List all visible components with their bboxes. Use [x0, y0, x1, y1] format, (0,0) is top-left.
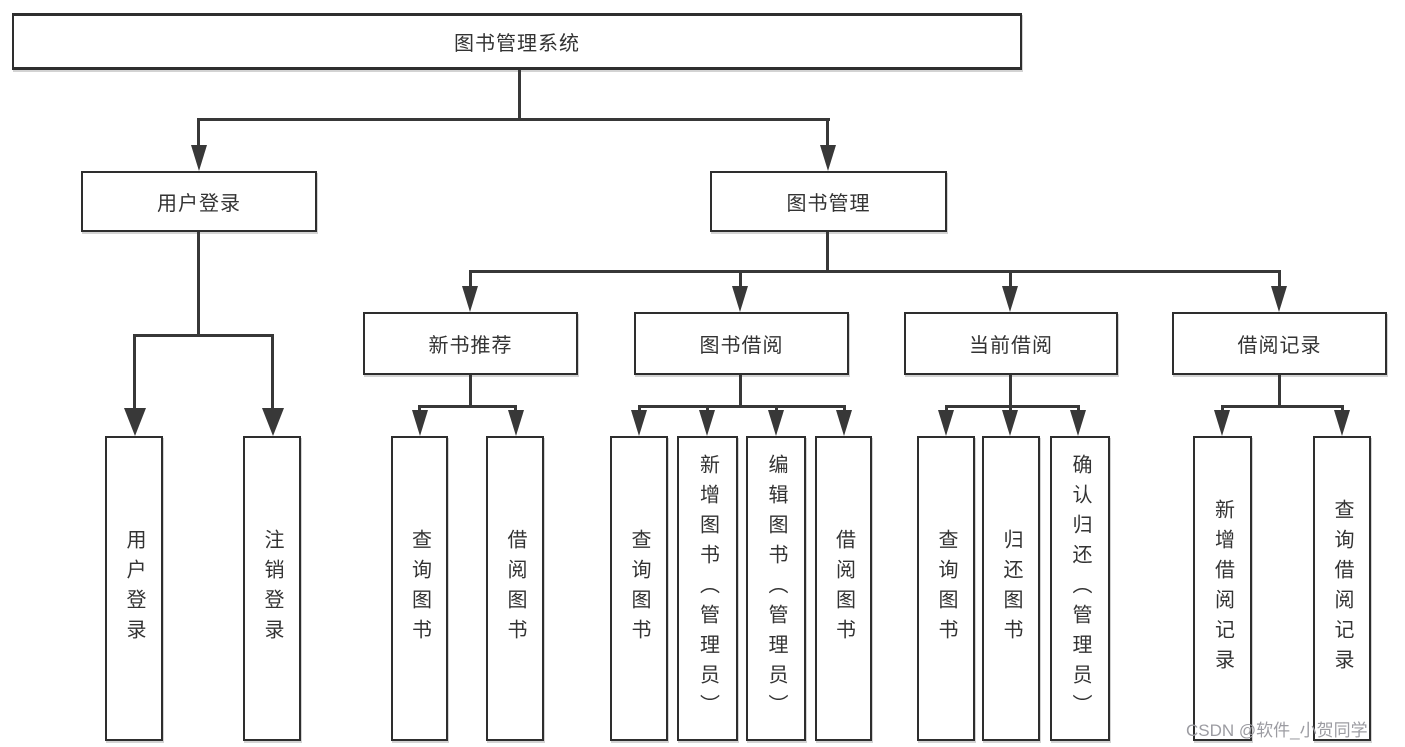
arrow-down-icon — [191, 145, 207, 171]
node-root-library-system: 图书管理系统 — [12, 13, 1022, 70]
leaf-label: 用户登录 — [123, 528, 145, 649]
leaf-label: 确认归还（管理员） — [1069, 453, 1091, 724]
connector-rail — [469, 270, 1281, 273]
arrow-down-icon — [262, 408, 284, 436]
leaf-label: 查询借阅记录 — [1331, 498, 1353, 679]
leaf-query-book-current: 查询图书 — [917, 436, 975, 741]
arrow-down-icon — [732, 286, 748, 312]
connector-drop — [1278, 270, 1281, 288]
arrow-down-icon — [699, 410, 715, 436]
leaf-label: 查询图书 — [408, 528, 431, 649]
connector-drop — [197, 118, 200, 147]
connector-drop — [271, 334, 274, 409]
connector-drop — [826, 118, 829, 147]
node-label: 用户登录 — [157, 193, 241, 215]
connector-stem — [1009, 375, 1012, 407]
connector-drop — [469, 270, 472, 288]
leaf-label: 查询图书 — [628, 528, 650, 649]
leaf-add-borrow-record: 新增借阅记录 — [1193, 436, 1252, 741]
node-borrow-records: 借阅记录 — [1172, 312, 1387, 375]
leaf-user-login: 用户登录 — [105, 436, 163, 741]
leaf-confirm-return-admin: 确认归还（管理员） — [1050, 436, 1110, 741]
leaf-query-book-recommend: 查询图书 — [391, 436, 448, 741]
connector-drop — [1341, 405, 1344, 413]
connector-drop — [1009, 270, 1012, 288]
node-label: 借阅记录 — [1237, 335, 1322, 357]
arrow-down-icon — [1002, 410, 1018, 436]
node-user-login: 用户登录 — [81, 171, 317, 232]
arrow-down-icon — [1002, 286, 1018, 312]
connector-stem — [469, 375, 472, 407]
connector-stem — [1278, 375, 1281, 407]
connector-drop — [945, 405, 948, 413]
connector-drop — [843, 405, 846, 413]
leaf-label: 归还图书 — [1000, 528, 1022, 649]
node-book-management: 图书管理 — [710, 171, 947, 232]
leaf-label: 新增借阅记录 — [1211, 498, 1234, 679]
leaf-edit-book-admin: 编辑图书（管理员） — [746, 436, 806, 741]
connector-drop — [775, 405, 778, 413]
arrow-down-icon — [631, 410, 647, 436]
leaf-query-borrow-record: 查询借阅记录 — [1313, 436, 1371, 741]
connector-drop — [514, 405, 517, 413]
connector-rail — [133, 334, 274, 337]
connector-stem — [739, 375, 742, 407]
leaf-label: 查询图书 — [935, 528, 957, 649]
leaf-label: 借阅图书 — [832, 528, 855, 649]
connector-rail — [945, 405, 1080, 408]
arrow-down-icon — [1214, 410, 1230, 436]
csdn-watermark: CSDN @软件_小贺同学 — [1186, 721, 1368, 740]
connector-stem — [197, 232, 200, 337]
leaf-label: 借阅图书 — [504, 528, 526, 649]
leaf-logout: 注销登录 — [243, 436, 301, 741]
connector-rail — [197, 118, 830, 121]
leaf-borrow-book: 借阅图书 — [815, 436, 872, 741]
connector-drop — [1077, 405, 1080, 413]
arrow-down-icon — [836, 410, 852, 436]
connector-stem — [518, 70, 521, 120]
arrow-down-icon — [1334, 410, 1350, 436]
connector-drop — [739, 270, 742, 288]
arrow-down-icon — [508, 410, 524, 436]
leaf-borrow-book-recommend: 借阅图书 — [486, 436, 544, 741]
leaf-label: 注销登录 — [261, 528, 283, 649]
arrow-down-icon — [412, 410, 428, 436]
arrow-down-icon — [1271, 286, 1287, 312]
leaf-label: 编辑图书（管理员） — [765, 453, 787, 724]
leaf-label: 新增图书（管理员） — [696, 453, 719, 724]
leaf-return-book: 归还图书 — [982, 436, 1040, 741]
node-current-borrow: 当前借阅 — [904, 312, 1118, 375]
connector-drop — [706, 405, 709, 413]
arrow-down-icon — [820, 145, 836, 171]
node-label: 新书推荐 — [428, 335, 513, 357]
connector-drop — [1221, 405, 1224, 413]
node-label: 图书管理 — [786, 193, 871, 215]
arrow-down-icon — [768, 410, 784, 436]
node-label: 图书管理系统 — [454, 33, 580, 55]
leaf-add-book-admin: 新增图书（管理员） — [677, 436, 738, 741]
leaf-query-book-borrow: 查询图书 — [610, 436, 668, 741]
connector-stem — [826, 232, 829, 273]
connector-drop — [1009, 405, 1012, 413]
node-new-book-recommend: 新书推荐 — [363, 312, 578, 375]
node-label: 图书借阅 — [699, 335, 784, 357]
node-label: 当前借阅 — [969, 335, 1053, 357]
arrow-down-icon — [462, 286, 478, 312]
arrow-down-icon — [938, 410, 954, 436]
connector-drop — [418, 405, 421, 413]
connector-rail — [1221, 405, 1344, 408]
connector-rail — [638, 405, 846, 408]
node-book-borrow: 图书借阅 — [634, 312, 849, 375]
connector-drop — [133, 334, 136, 409]
arrow-down-icon — [124, 408, 146, 436]
connector-drop — [638, 405, 641, 413]
connector-rail — [418, 405, 517, 408]
arrow-down-icon — [1070, 410, 1086, 436]
